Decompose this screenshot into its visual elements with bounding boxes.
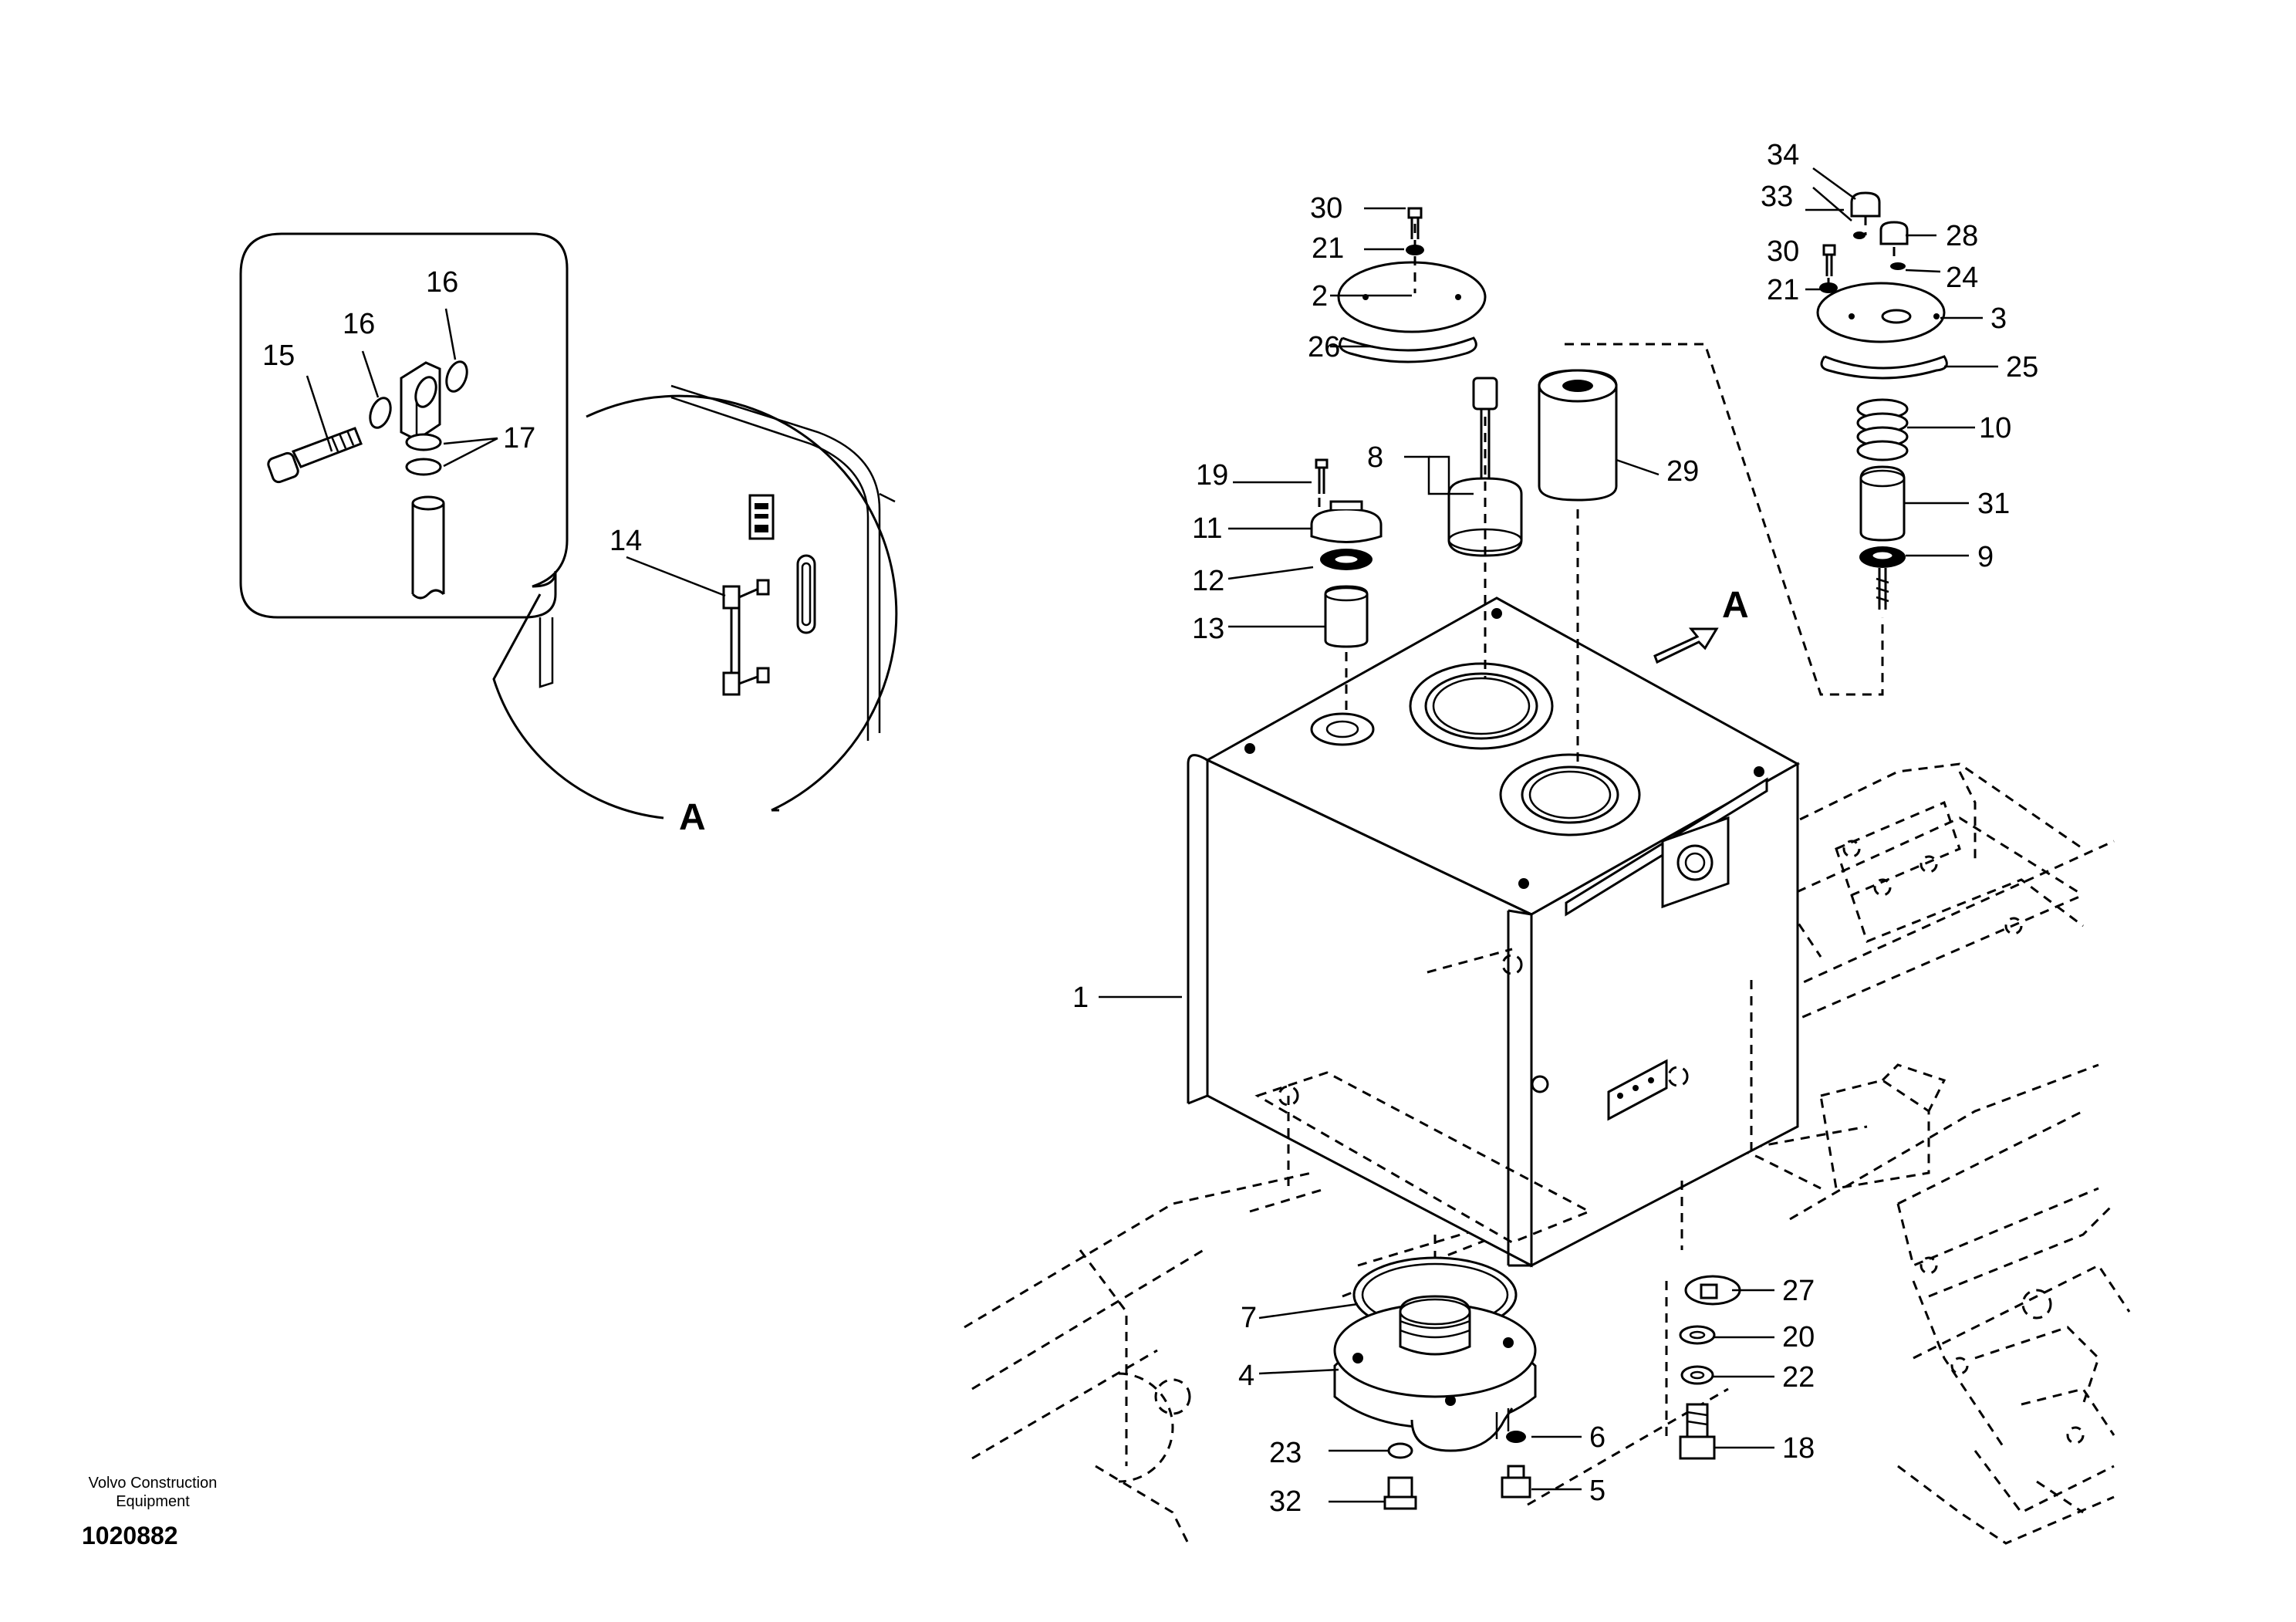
company-name: Volvo Construction Equipment [88, 1475, 218, 1510]
pipe [411, 495, 445, 600]
callout-30a: 30 [1310, 192, 1342, 225]
callout-1: 1 [1072, 982, 1089, 1014]
callout-12: 12 [1192, 565, 1224, 597]
callout-8: 8 [1367, 441, 1383, 474]
callout-34: 34 [1767, 139, 1799, 171]
callout-14: 14 [609, 525, 642, 557]
detail-view-a [492, 384, 898, 819]
callout-9: 9 [1977, 541, 1994, 573]
bottom-flange-assembly [1333, 1256, 1537, 1452]
callout-2: 2 [1312, 280, 1328, 313]
small-hardware [1383, 1275, 1741, 1510]
callout-11: 11 [1192, 512, 1222, 545]
callout-13: 13 [1192, 613, 1224, 645]
document-number: 1020882 [82, 1522, 178, 1549]
callout-18: 18 [1782, 1432, 1815, 1465]
detail-view-label: A [679, 797, 706, 838]
callout-5: 5 [1589, 1475, 1606, 1507]
callout-31: 31 [1977, 488, 2010, 520]
detail-leaders [306, 308, 726, 597]
view-arrow-label: A [1722, 585, 1749, 626]
banjo-fitting [400, 361, 441, 441]
breather-assembly [1310, 458, 1383, 648]
callout-17: 17 [503, 422, 535, 454]
callout-30b: 30 [1767, 235, 1799, 268]
footer: Volvo Construction Equipment 1020882 [68, 1474, 238, 1550]
callout-16a: 16 [343, 308, 375, 340]
callout-23: 23 [1269, 1437, 1302, 1469]
callout-6: 6 [1589, 1421, 1606, 1454]
callout-20: 20 [1782, 1321, 1815, 1353]
callout-15: 15 [262, 340, 295, 372]
callout-10: 10 [1979, 412, 2011, 444]
callout-24: 24 [1946, 262, 1978, 294]
callout-25: 25 [2006, 351, 2038, 384]
cover-assembly-left [1337, 207, 1618, 557]
callout-19: 19 [1196, 459, 1228, 492]
callout-3: 3 [1990, 302, 2007, 335]
hydraulic-tank [1187, 596, 1801, 1268]
callout-22: 22 [1782, 1361, 1815, 1394]
callout-29: 29 [1666, 455, 1699, 488]
callout-7: 7 [1241, 1302, 1257, 1334]
callout-33: 33 [1761, 181, 1793, 213]
callout-16b: 16 [426, 266, 458, 299]
callout-27: 27 [1782, 1275, 1815, 1307]
callout-21b: 21 [1767, 274, 1799, 306]
spring [1856, 398, 1909, 461]
callout-21a: 21 [1312, 232, 1344, 265]
callout-4: 4 [1238, 1360, 1254, 1392]
callout-32: 32 [1269, 1485, 1302, 1518]
callout-26: 26 [1308, 331, 1340, 363]
fitting-detail-box [239, 232, 569, 619]
callout-labels: 1 2 3 4 5 6 7 8 9 10 11 12 13 14 15 16 1… [262, 139, 2038, 1518]
level-gauge [722, 579, 770, 696]
callout-28: 28 [1946, 220, 1978, 252]
tank-hidden-lines [1254, 948, 1753, 1244]
callout-leaders [1099, 167, 1998, 1503]
cover-assembly-right [1816, 191, 1948, 610]
assembly-dashed-lines [1318, 216, 1896, 1443]
hollow-bolt [267, 427, 363, 484]
